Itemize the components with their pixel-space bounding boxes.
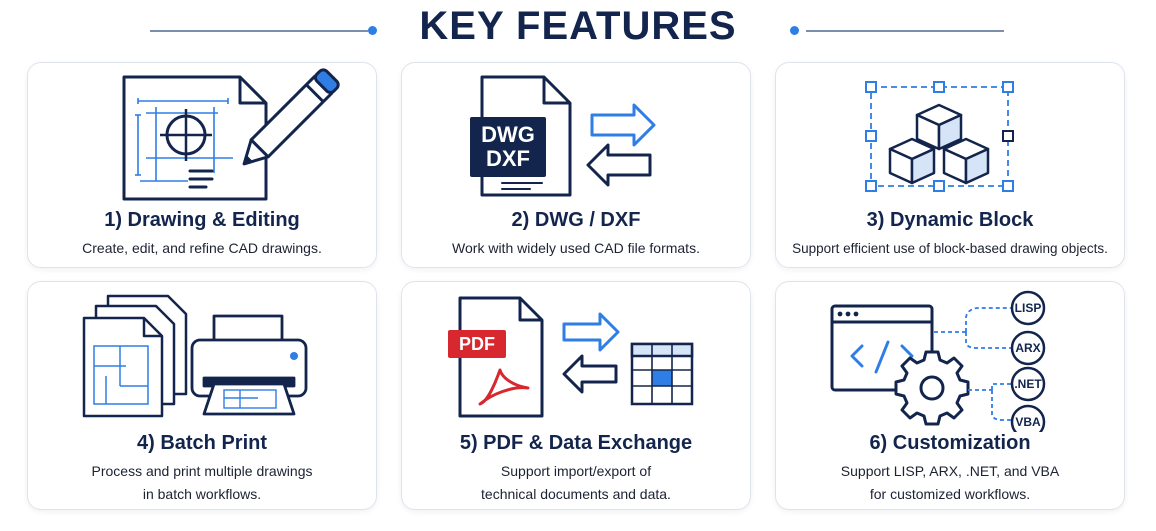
header-right-line [806, 30, 1004, 32]
feature-card-batch-print: 4) Batch Print Process and print multipl… [27, 281, 377, 510]
card-description-line: technical documents and data. [481, 486, 671, 502]
header-left-line [150, 30, 368, 32]
badge-line: DWG [481, 122, 535, 147]
pdf-logo-icon [478, 368, 530, 406]
api-label-arx: ARX [1015, 341, 1041, 355]
feature-card-dynamic-block: 3) Dynamic Block Support efficient use o… [775, 62, 1125, 268]
card-description: Support import/export of technical docum… [402, 460, 750, 506]
printer-icon [82, 294, 308, 418]
card-description-line: Support import/export of [500, 463, 652, 479]
card-description-line: Support LISP, ARX, .NET, and VBA [840, 463, 1060, 479]
file-exchange-icon [470, 75, 656, 197]
card-title: 3) Dynamic Block [866, 209, 1034, 231]
card-description: Work with widely used CAD file formats. [402, 237, 750, 260]
drawing-pencil-icon [122, 68, 340, 201]
pdf-badge: PDF [459, 334, 495, 354]
card-description-line: Support efficient use of block-based dra… [792, 241, 1108, 256]
card-title: 5) PDF & Data Exchange [459, 432, 693, 454]
feature-card-drawing-editing: 1) Drawing & Editing Create, edit, and r… [27, 62, 377, 268]
block-cubes-icon [865, 81, 1014, 192]
card-title: 4) Batch Print [136, 432, 268, 454]
api-label-vba: VBA [1015, 415, 1041, 429]
customization-gear-icon [830, 290, 1046, 432]
page-header: KEY FEATURES [0, 0, 1156, 58]
header-left-dot [368, 26, 377, 35]
card-description-line: Work with widely used CAD file formats. [452, 240, 700, 256]
card-title: 1) Drawing & Editing [104, 209, 300, 231]
card-description-line: in batch workflows. [142, 486, 262, 502]
api-label-net: .NET [1014, 377, 1042, 391]
page-title: KEY FEATURES [419, 4, 737, 48]
card-title: 6) Customization [869, 432, 1031, 454]
card-description-line: Create, edit, and refine CAD drawings. [82, 240, 322, 256]
feature-card-customization: LISP ARX .NET VBA 6) Customization Suppo… [775, 281, 1125, 510]
card-description: Process and print multiple drawings in b… [28, 460, 376, 506]
card-description-line: for customized workflows. [869, 486, 1031, 502]
card-description: Support efficient use of block-based dra… [776, 237, 1124, 260]
card-description: Support LISP, ARX, .NET, and VBA for cus… [776, 460, 1124, 506]
pdf-exchange-icon [448, 296, 694, 418]
badge-line: DXF [486, 146, 530, 171]
api-label-lisp: LISP [1014, 301, 1042, 315]
dwg-badge-text: DWG DXF [470, 123, 546, 171]
feature-card-dwg-dxf: DWG DXF 2) DWG / DXF Work with widely us… [401, 62, 751, 268]
card-title: 2) DWG / DXF [511, 209, 641, 231]
header-right-dot [790, 26, 799, 35]
card-description: Create, edit, and refine CAD drawings. [28, 237, 376, 260]
feature-card-pdf-data: PDF 5) PDF & Data Exchange Support impor… [401, 281, 751, 510]
card-description-line: Process and print multiple drawings [91, 463, 313, 479]
